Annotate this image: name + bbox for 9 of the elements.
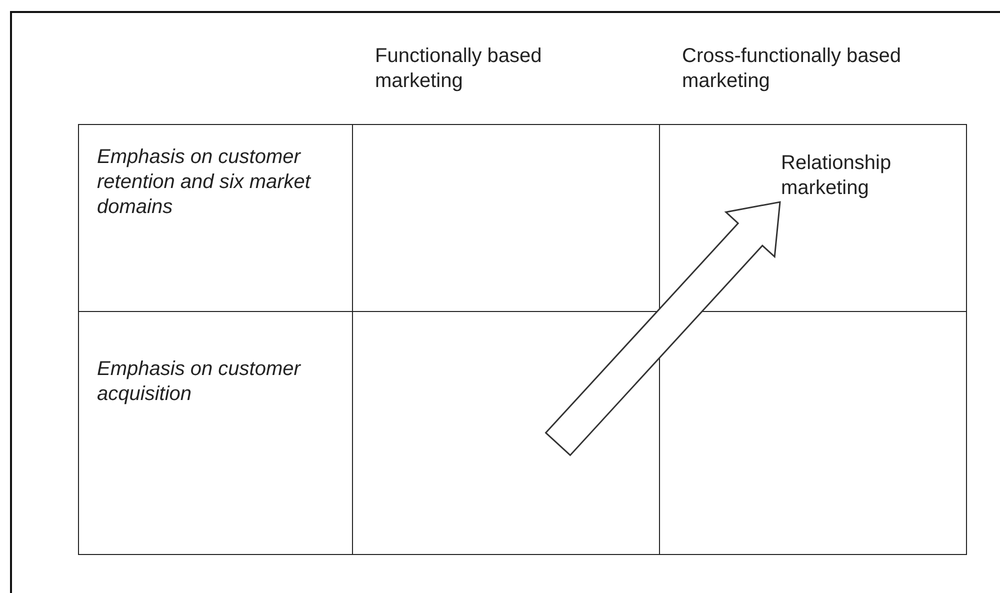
row-header-text: Emphasis on customer acquisition <box>97 357 302 407</box>
quadrant-label: Relationship marketing <box>781 151 953 203</box>
row-header-cell <box>78 311 353 555</box>
column-header: Cross-functionally based marketing <box>682 44 902 94</box>
row-header-text: Emphasis on customer retention and six market domains <box>97 145 312 220</box>
column-header: Functionally based marketing <box>375 44 543 94</box>
empty-cell <box>659 311 967 555</box>
block-arrow <box>544 201 781 456</box>
row-header-cell <box>78 124 353 312</box>
